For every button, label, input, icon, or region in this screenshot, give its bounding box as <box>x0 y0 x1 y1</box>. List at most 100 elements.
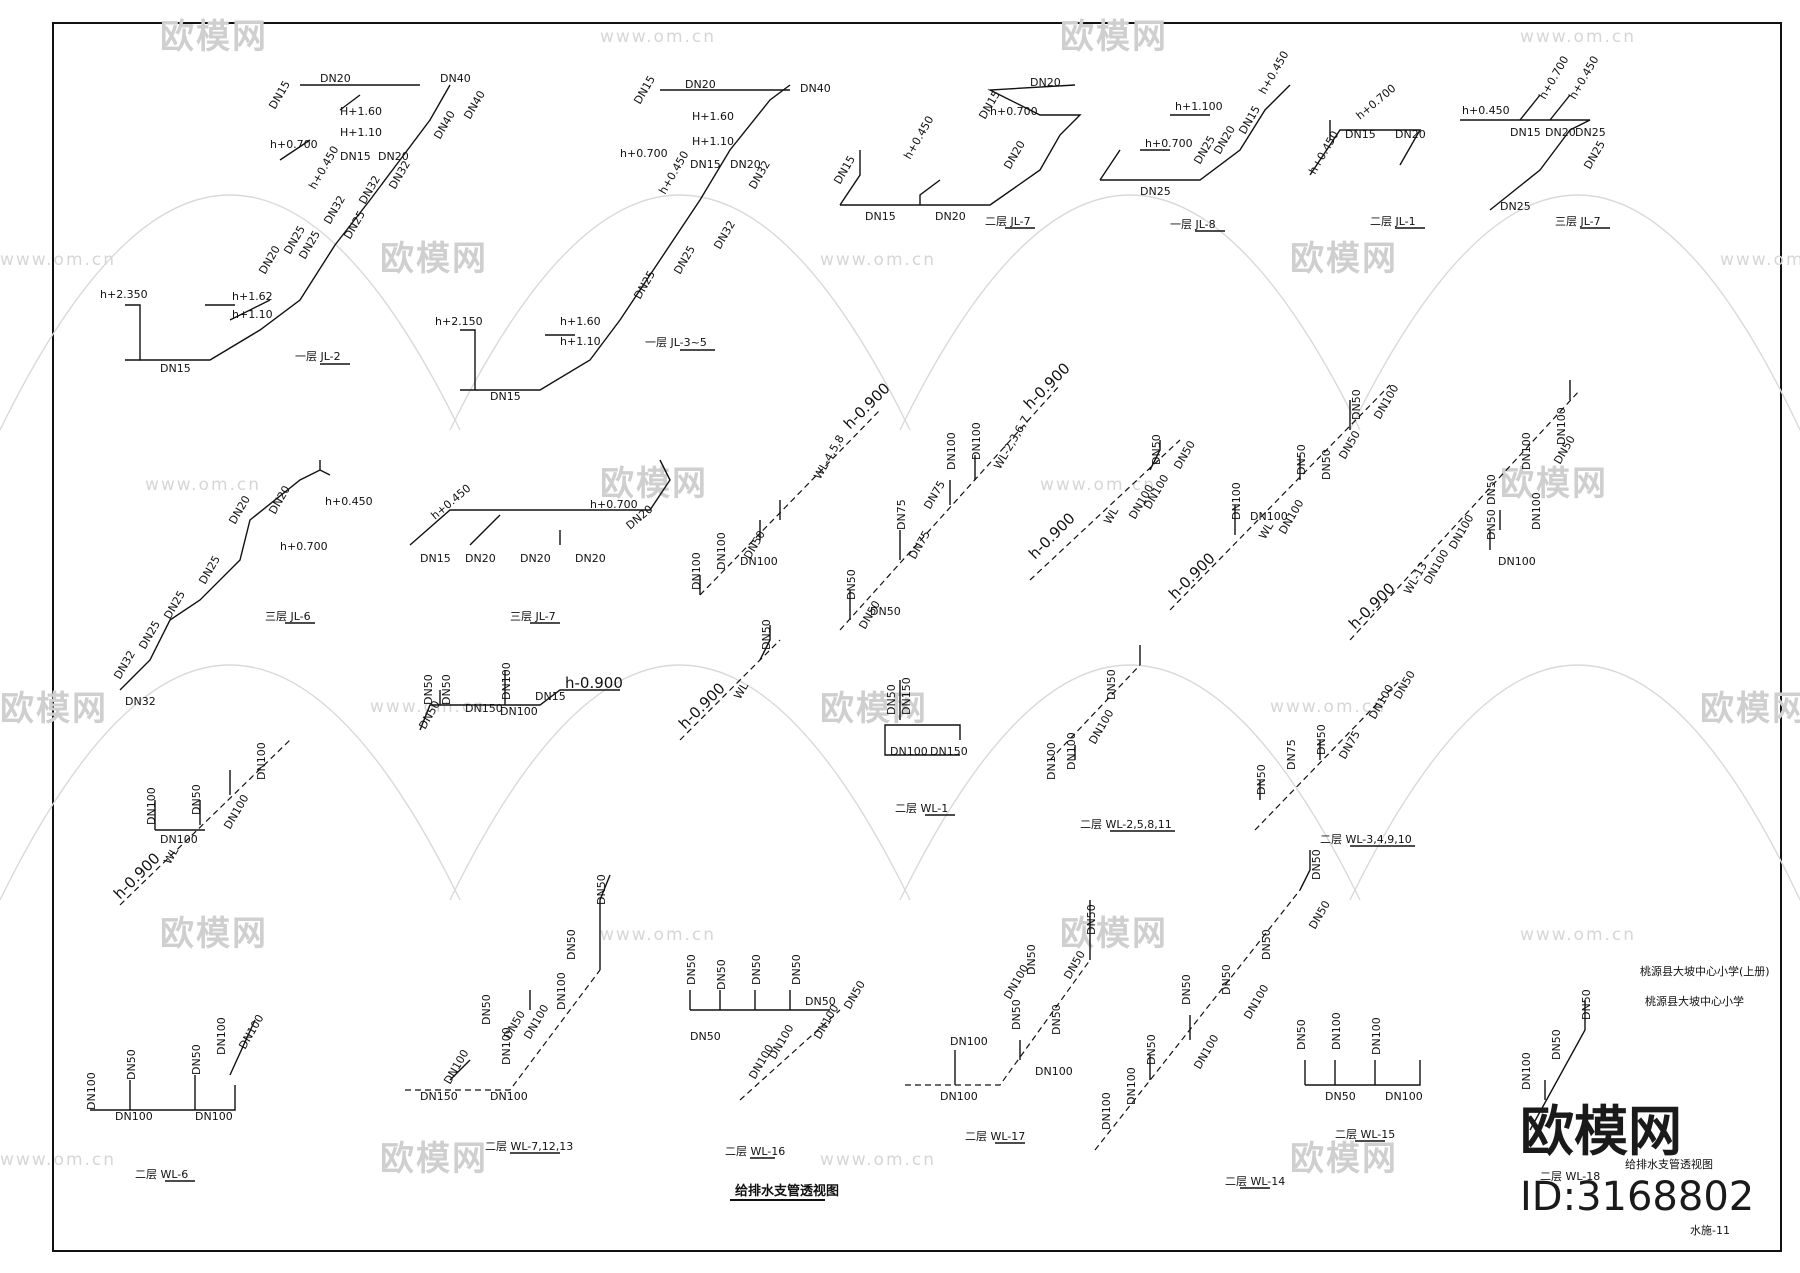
watermark-brand: 欧模网 <box>1060 17 1168 57</box>
pipe-label: DN50 <box>685 954 698 985</box>
pipe-label: DN100 <box>1330 1012 1343 1050</box>
pipe-label: DN75 <box>1336 728 1363 761</box>
pipe-label: DN100 <box>500 705 538 718</box>
pipe-label: DN50 <box>1260 929 1273 960</box>
elevation-label: h+2.350 <box>100 288 148 301</box>
pipe-label: DN15 <box>535 690 566 703</box>
pipe-label: DN100 <box>1520 432 1533 470</box>
pipe-label: DN50 <box>1105 669 1118 700</box>
pipe-label: DN100 <box>1191 1032 1221 1071</box>
diagram-wl-h: h-0.900 WL DN100 DN100 DN50 DN100 DN100 <box>110 739 291 906</box>
diagram-tag: 三层 JL-6 <box>265 610 311 623</box>
pipe-label: DN100 <box>1230 482 1243 520</box>
pipe-label: DN32 <box>356 173 383 206</box>
pipe-label: DN100 <box>1086 707 1116 746</box>
pipe-label: DN50 <box>1010 999 1023 1030</box>
diagram-wl15: DN50 DN100 DN50 DN100 DN100 二层 WL-15 <box>1295 1012 1423 1142</box>
diagram-tag: 二层 WL-3,4,9,10 <box>1320 833 1412 846</box>
pipe-label: DN100 <box>221 792 251 831</box>
elevation-label: h+1.60 <box>560 315 601 328</box>
pipe-label: DN100 <box>1371 382 1401 421</box>
pipe-label: DN150 <box>900 677 913 715</box>
watermark-brand: 欧模网 <box>1290 1139 1398 1179</box>
drawing-caption: 给排水支管透视图 <box>1625 1157 1713 1171</box>
diagram-wl-g: h-0.900 WL DN50 <box>675 619 781 741</box>
diagram-tag: 三层 JL-7 <box>1555 215 1601 228</box>
elevation-label: h+0.700 <box>990 105 1038 118</box>
pipe-label: DN100 <box>1498 555 1536 568</box>
diagram-wl1: DN50 DN150 DN100 DN150 二层 WL-1 <box>884 677 968 816</box>
pipe-label: DN100 <box>890 745 928 758</box>
pipe-label: DN100 <box>1035 1065 1073 1078</box>
diagram-wl14: DN100 DN100 DN50 DN50 DN50 DN50 DN100 DN… <box>1094 849 1333 1189</box>
pipe-label: DN50 <box>1320 449 1333 480</box>
watermark-url: www.om.cn <box>820 1150 936 1170</box>
elevation-label: H+1.10 <box>692 135 734 148</box>
pipe-label: DN100 <box>740 555 778 568</box>
project-line: 桃源县大坡中心小学 <box>1645 994 1744 1008</box>
pipe-label: DN50 <box>885 684 898 715</box>
pipe-label: DN50 <box>1336 428 1363 461</box>
pipe-label: DN100 <box>490 1090 528 1103</box>
pipe-label: DN100 <box>1065 732 1078 770</box>
watermark-url: www.om.cn <box>1270 697 1386 717</box>
pipe-label: DN75 <box>921 478 948 511</box>
pipe-label: DN100 <box>195 1110 233 1123</box>
pipe-label: DN50 <box>750 954 763 985</box>
pipe-label: DN15 <box>1510 126 1541 139</box>
pipe-label: DN20 <box>685 78 716 91</box>
pipe-label: DN15 <box>1345 128 1376 141</box>
watermark-brand: 欧模网 <box>820 689 928 729</box>
pipe-label: DN40 <box>461 88 488 121</box>
elevation-label: h+0.700 <box>270 138 318 151</box>
watermark-brand: 欧模网 <box>0 689 108 729</box>
watermark-url: www.om.cn <box>0 250 116 270</box>
watermark-brand: 欧模网 <box>160 17 268 57</box>
diagram-wl-c: h-0.900 WL DN100 DN50 DN100 DN50 <box>1025 434 1198 581</box>
pipe-label: DN100 <box>811 1002 841 1041</box>
pipe-label: DN20 <box>465 552 496 565</box>
watermark-brand: 欧模网 <box>1500 464 1608 504</box>
diagram-jl6: DN20 h+0.450 DN20 h+0.700 DN25 DN25 DN25… <box>111 460 373 708</box>
diagram-tag: 二层 WL-14 <box>1225 1175 1285 1188</box>
pipe-label: DN50 <box>1025 944 1038 975</box>
sheet-title: 给排水支管透视图 <box>735 1183 839 1199</box>
pipe-label: DN75 <box>1285 739 1298 770</box>
pipe-label: DN100 <box>1370 1017 1383 1055</box>
pipe-label: DN15 <box>266 78 293 111</box>
diagram-wl18: DN50 DN50 DN100 二层 WL-18 <box>1520 989 1600 1183</box>
watermark-id: ID:3168802 <box>1520 1174 1754 1220</box>
pipe-label: DN25 <box>1575 126 1606 139</box>
elevation-label: h+0.700 <box>280 540 328 553</box>
diagram-tag: 二层 WL-2,5,8,11 <box>1080 818 1172 831</box>
pipe-label: DN50 <box>1485 474 1498 505</box>
elevation-label: h-0.900 <box>675 679 729 733</box>
pipe-label: DN50 <box>790 954 803 985</box>
elevation-label: h+1.62 <box>232 290 273 303</box>
elevation-label: h+2.150 <box>435 315 483 328</box>
project-line: 桃源县大坡中心小学(上册) <box>1640 964 1770 978</box>
pipe-label: DN50 <box>1255 764 1268 795</box>
pipe-label: DN20 <box>378 150 409 163</box>
watermark-brand: 欧模网 <box>380 1139 488 1179</box>
pipe-label: DN50 <box>125 1049 138 1080</box>
diagram-wl6: DN100 DN50 DN50 DN100 DN100 DN100 DN100 … <box>85 1012 266 1182</box>
diagram-tag: 一层 JL-2 <box>295 350 341 363</box>
elevation-label: H+1.10 <box>340 126 382 139</box>
diagram-jl1: h+0.700 DN15 DN20 h+0.450 二层 JL-1 <box>1306 82 1426 229</box>
diagram-wl-d: DN50 DN100 DN50 WL DN100 h-0.900 DN100 D… <box>1165 382 1401 611</box>
pipe-label: DN20 <box>1001 138 1028 171</box>
watermark-url: www.om.cn <box>1520 925 1636 945</box>
diagram-wl4: h-0.900 WL-4,5,8 DN100 DN100 DN100 DN50 <box>690 379 894 596</box>
pipe-label: DN50 <box>595 874 608 905</box>
pipe-label: DN50 <box>480 994 493 1025</box>
elevation-label: h+0.700 <box>1145 137 1193 150</box>
pipe-label: WL <box>731 680 751 702</box>
pipe-label: DN100 <box>500 1027 513 1065</box>
diagram-tag: 二层 WL-16 <box>725 1145 785 1158</box>
pipe-label: DN50 <box>440 674 453 705</box>
elevation-label: H+1.60 <box>692 110 734 123</box>
watermark-url: www.om.cn <box>820 250 936 270</box>
pipe-label: DN25 <box>1581 138 1608 171</box>
